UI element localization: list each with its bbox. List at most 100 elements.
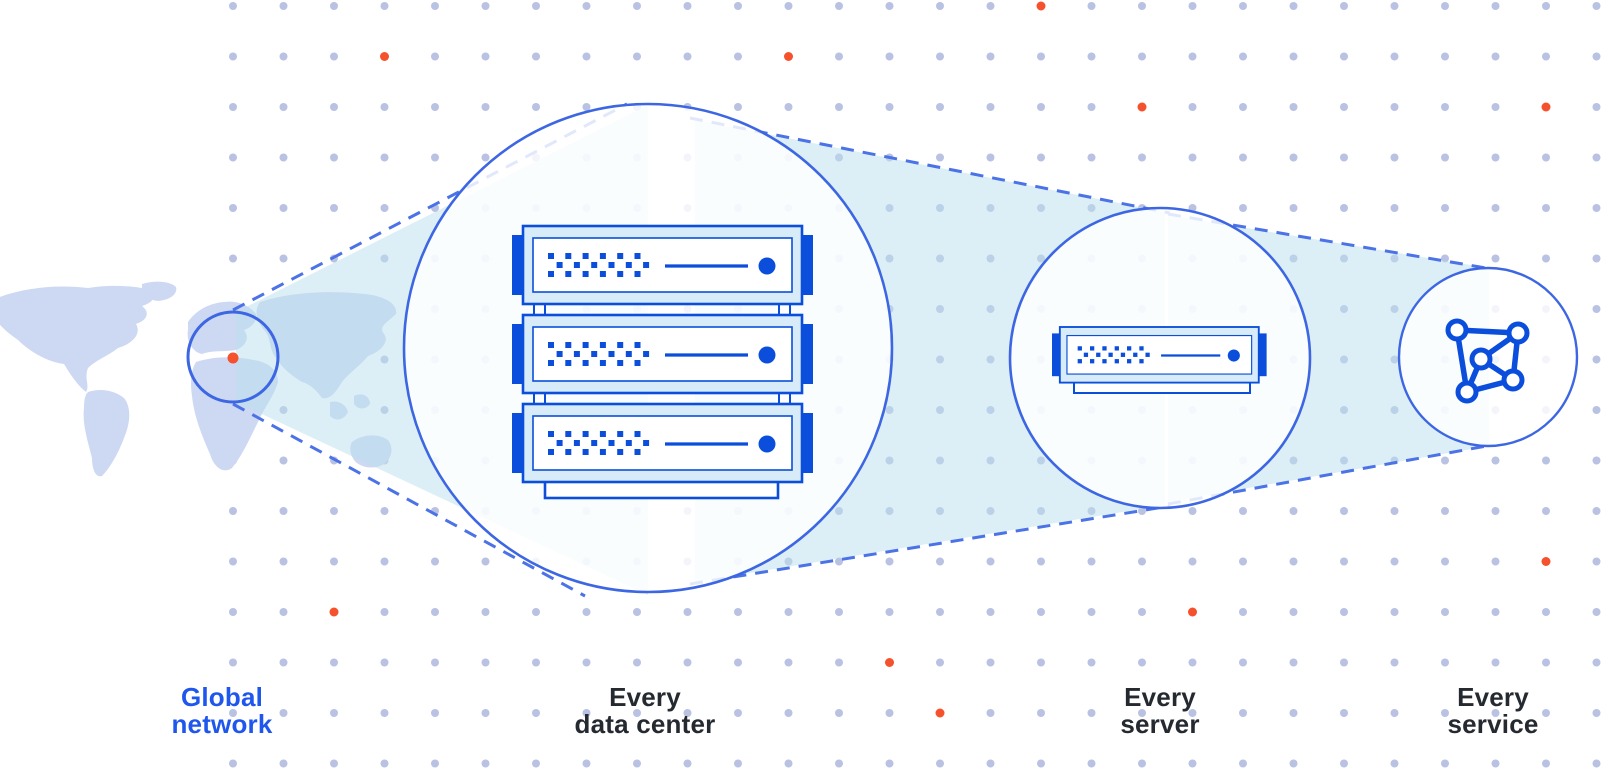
grid-dot (229, 658, 237, 667)
label-line: network (171, 709, 273, 739)
grid-dot (1390, 608, 1399, 616)
guide-line (232, 402, 586, 598)
grid-dot (1138, 52, 1146, 61)
grid-dot (1542, 52, 1550, 61)
grid-dot (1239, 759, 1247, 768)
grid-dot (835, 52, 843, 61)
grid-dot (1289, 204, 1298, 212)
grid-dot (330, 759, 338, 768)
mesh-node (1506, 321, 1530, 345)
grid-dot (885, 608, 894, 616)
grid-dot (431, 52, 439, 61)
grid-dot (1037, 709, 1045, 717)
grid-dot (835, 608, 843, 616)
grid-dot (1491, 507, 1500, 515)
network-mesh-icon (1445, 318, 1530, 404)
grid-dot (1592, 658, 1601, 667)
grid-dot (1289, 103, 1298, 111)
grid-dot (582, 608, 591, 616)
grid-dot (936, 103, 944, 111)
grid-dot (1289, 557, 1298, 566)
grid-dot (835, 557, 843, 566)
grid-dot (1289, 52, 1298, 61)
grid-dot (1138, 658, 1146, 667)
grid-dot (1592, 759, 1601, 768)
grid-dot (431, 608, 439, 616)
grid-dot (1441, 608, 1449, 616)
grid-dot (1037, 557, 1045, 566)
label-line: server (1120, 709, 1200, 739)
grid-dot (1087, 2, 1096, 10)
grid-dot (279, 759, 288, 768)
grid-dot (481, 153, 490, 162)
mesh-node (1469, 347, 1493, 371)
grid-dot (633, 2, 641, 10)
grid-dot (1390, 2, 1399, 10)
label-line: Every (1457, 682, 1529, 712)
grid-dot (1037, 52, 1045, 61)
grid-dot (330, 52, 338, 61)
single-server-illustration (1050, 325, 1268, 394)
grid-dot (784, 103, 793, 111)
label-line: Every (609, 682, 681, 712)
grid-dot (683, 658, 692, 667)
grid-dot (1491, 254, 1500, 263)
grid-dot (1340, 2, 1348, 10)
grid-dot (229, 153, 237, 162)
grid-dot (279, 204, 288, 212)
grid-dot (633, 709, 641, 717)
grid-dot (1441, 557, 1449, 566)
grid-dot (734, 759, 742, 768)
grid-dot (1491, 456, 1500, 465)
grid-dot (1441, 507, 1449, 515)
label-line: Global (180, 682, 264, 712)
grid-dot (986, 52, 995, 61)
grid-dot (1087, 759, 1096, 768)
grid-dot (1441, 204, 1449, 212)
grid-dot (986, 608, 995, 616)
grid-dot (229, 103, 237, 111)
server-unit-1 (510, 224, 815, 306)
grid-dot (1138, 2, 1146, 10)
grid-dot (1441, 103, 1449, 111)
grid-dot (481, 709, 490, 717)
label-line: data center (574, 709, 716, 739)
grid-dot (1592, 507, 1601, 515)
grid-dot (380, 608, 389, 616)
grid-dot (734, 658, 742, 667)
grid-dot (1188, 557, 1197, 566)
grid-dot (481, 2, 490, 10)
grid-dot (1441, 456, 1449, 465)
grid-dot (380, 103, 389, 111)
grid-dot (683, 759, 692, 768)
grid-dot (1188, 52, 1197, 61)
grid-dot (784, 709, 793, 717)
grid-dot (582, 658, 591, 667)
grid-dot (986, 557, 995, 566)
map-greenland (141, 281, 177, 301)
grid-dot (229, 759, 237, 768)
map-region-circle (186, 310, 280, 404)
grid-dot (1239, 2, 1247, 10)
grid-dot (1592, 52, 1601, 61)
grid-dot (1188, 709, 1197, 717)
grid-dot (330, 658, 338, 667)
grid-dot (1239, 658, 1247, 667)
grid-dot (1340, 52, 1348, 61)
grid-dot (1289, 759, 1298, 768)
grid-dot (1087, 608, 1096, 616)
grid-dot (784, 608, 793, 616)
grid-dot (734, 608, 742, 616)
server-unit-single (1050, 325, 1268, 384)
grid-dot (1138, 709, 1146, 717)
grid-dot (279, 658, 288, 667)
grid-dot (532, 52, 540, 61)
map-north-america (0, 285, 155, 392)
grid-dot (936, 557, 944, 566)
grid-dot (1239, 608, 1247, 616)
grid-dot (1390, 709, 1399, 717)
grid-dot (279, 153, 288, 162)
grid-dot (885, 2, 894, 10)
grid-dot (986, 2, 995, 10)
grid-dot (1592, 305, 1601, 313)
